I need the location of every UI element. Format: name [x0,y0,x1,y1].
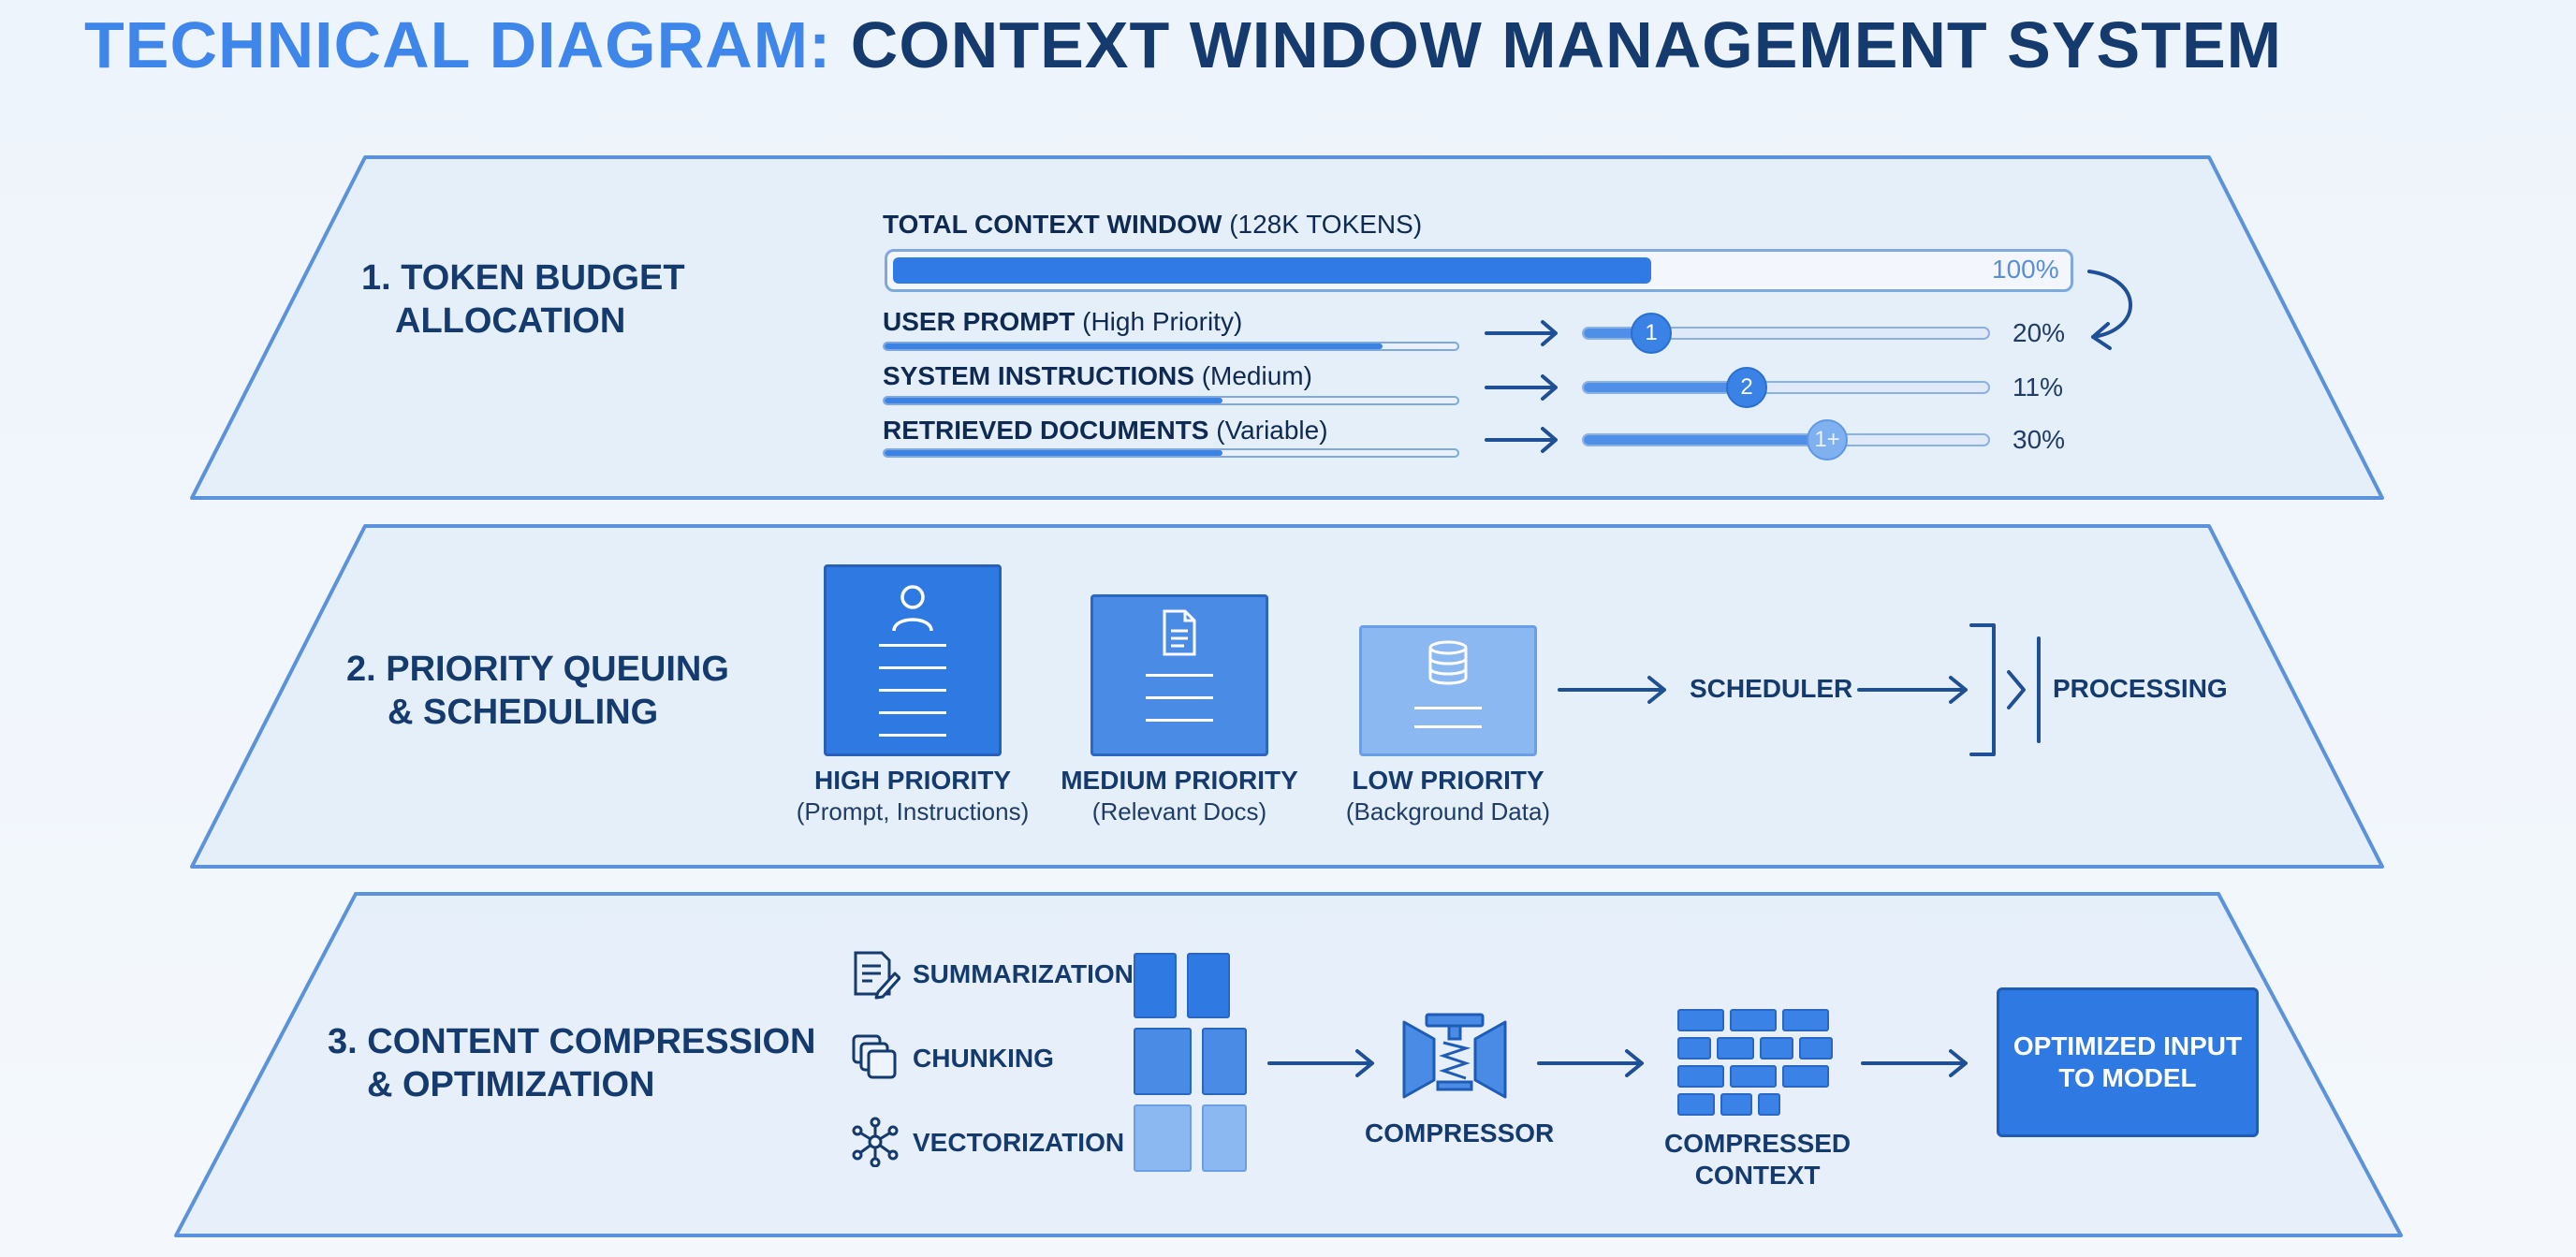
bracket-icon [1969,623,1996,756]
row-user-prompt-label: USER PROMPT (High Priority) [883,307,1243,336]
scheduler-label: SCHEDULER [1690,674,1853,703]
method-summarization: SUMMARIZATION [913,959,1134,988]
method-vectorization: VECTORIZATION [913,1128,1125,1157]
row-system-slider[interactable] [1582,381,1990,394]
row-system-percent: 11% [2012,373,2063,402]
total-context-label: TOTAL CONTEXT WINDOW (128K TOKENS) [883,210,1423,239]
queue-low-detail: (Background Data) [1345,797,1551,826]
row-system-knob[interactable]: 2 [1726,367,1767,408]
queue-medium-name: MEDIUM PRIORITY [1061,766,1298,795]
row-retrieved-bar [883,448,1459,458]
chunks-icon [852,1034,897,1079]
method-chunking: CHUNKING [913,1044,1054,1073]
arrow-right-icon [1485,320,1558,346]
queue-high-detail: (Prompt, Instructions) [796,797,1030,826]
row-retrieved-knob[interactable]: 1+ [1807,419,1848,460]
panel-priority-queue [190,524,2384,869]
optimized-input-box: OPTIMIZED INPUT TO MODEL [1997,987,2259,1137]
total-context-bar [885,249,2073,292]
compressed-context-label: COMPRESSED CONTEXT [1664,1129,1852,1190]
queue-card-high [824,564,1002,756]
queue-card-low [1359,625,1537,756]
queue-low-name: LOW PRIORITY [1352,766,1544,795]
queue-medium-detail: (Relevant Docs) [1091,797,1267,826]
arrow-right-icon [1857,676,1968,704]
title-prefix: TECHNICAL DIAGRAM: [84,8,832,81]
compressor-label: COMPRESSOR [1365,1118,1555,1147]
chevron-right-icon [2007,670,2026,709]
queue-high-name: HIGH PRIORITY [813,766,1011,795]
user-icon [892,585,933,632]
page-title: TECHNICAL DIAGRAM: CONTEXT WINDOW MANAGE… [0,7,2366,82]
arrow-right-icon [1485,374,1558,401]
arrow-right-icon [1537,1049,1644,1077]
compressor-icon [1402,1013,1507,1099]
network-icon [852,1117,899,1167]
row-system-bar [883,396,1459,405]
panel-token-budget [190,155,2384,500]
row-user-prompt-slider[interactable] [1582,327,1990,340]
arrow-right-icon [1861,1049,1968,1077]
title-main: CONTEXT WINDOW MANAGEMENT SYSTEM [850,8,2282,81]
section2-title: 2. PRIORITY QUEUING & SCHEDULING [346,650,729,732]
total-context-fill [893,257,1651,284]
arrow-right-icon [1558,676,1666,704]
row-system-label: SYSTEM INSTRUCTIONS (Medium) [883,361,1312,390]
summarize-icon [854,951,900,1000]
arrow-right-icon [1485,427,1558,453]
section1-title: 1. TOKEN BUDGET ALLOCATION [361,258,685,341]
row-retrieved-label: RETRIEVED DOCUMENTS (Variable) [883,416,1328,445]
arrow-right-icon [1267,1049,1374,1077]
total-context-percent: 100% [1992,255,2059,284]
curved-return-arrow-icon [2087,270,2132,350]
row-user-prompt-percent: 20% [2012,318,2066,347]
document-icon [1163,609,1196,656]
database-icon [1428,640,1468,685]
section3-title: 3. CONTENT COMPRESSION & OPTIMIZATION [328,1022,816,1104]
processing-label: PROCESSING [2053,674,2228,703]
row-retrieved-percent: 30% [2012,425,2066,454]
row-retrieved-slider[interactable] [1582,433,1990,446]
queue-card-medium [1090,594,1268,756]
row-user-prompt-knob[interactable]: 1 [1631,313,1672,354]
row-user-prompt-bar [883,342,1459,351]
